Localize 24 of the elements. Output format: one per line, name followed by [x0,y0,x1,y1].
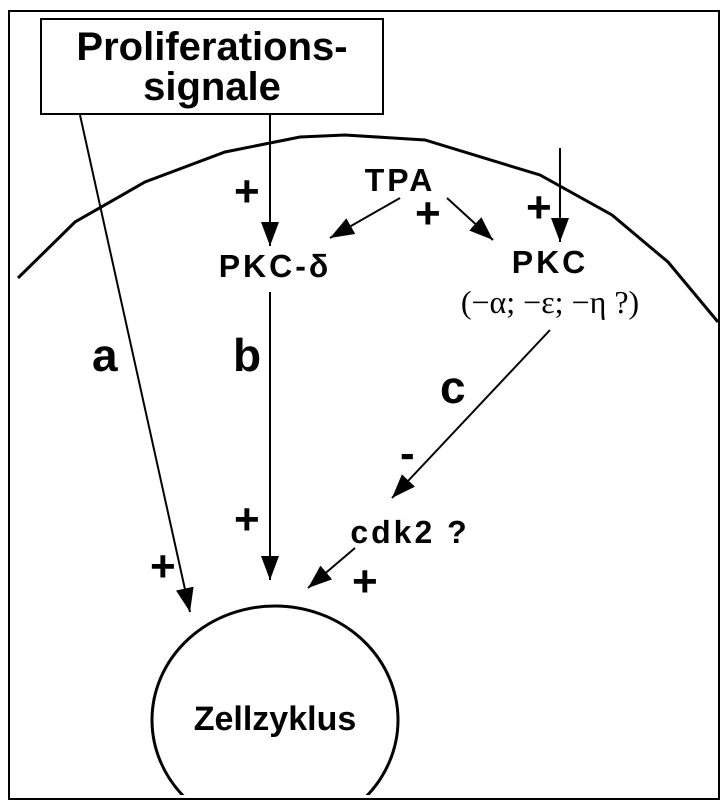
sign-label: + [150,545,176,589]
node-label: (−α; −ε; −η ?) [460,283,640,322]
sign-label: + [526,186,552,230]
process-box [40,18,384,115]
arrow [79,114,195,612]
arrow [261,115,279,246]
node-label: Zellzyklus [194,699,356,740]
arrow [307,547,356,589]
arrow [330,197,400,239]
node-label: cdk2 ? [350,513,470,552]
node-label: Proliferations- signale [75,26,349,106]
edge-label: a [92,330,118,380]
sign-label: - [400,432,415,476]
sign-label: + [234,170,260,214]
arrow [391,329,551,499]
sign-label: + [234,498,260,542]
arrow [261,292,279,580]
node-label: PKC [512,243,588,282]
arrow [551,148,569,242]
arrow [446,197,494,241]
edge-label: c [440,362,466,412]
node-label: PKC-δ [218,247,332,286]
sign-label: + [352,560,378,604]
edge-label: b [233,330,262,380]
